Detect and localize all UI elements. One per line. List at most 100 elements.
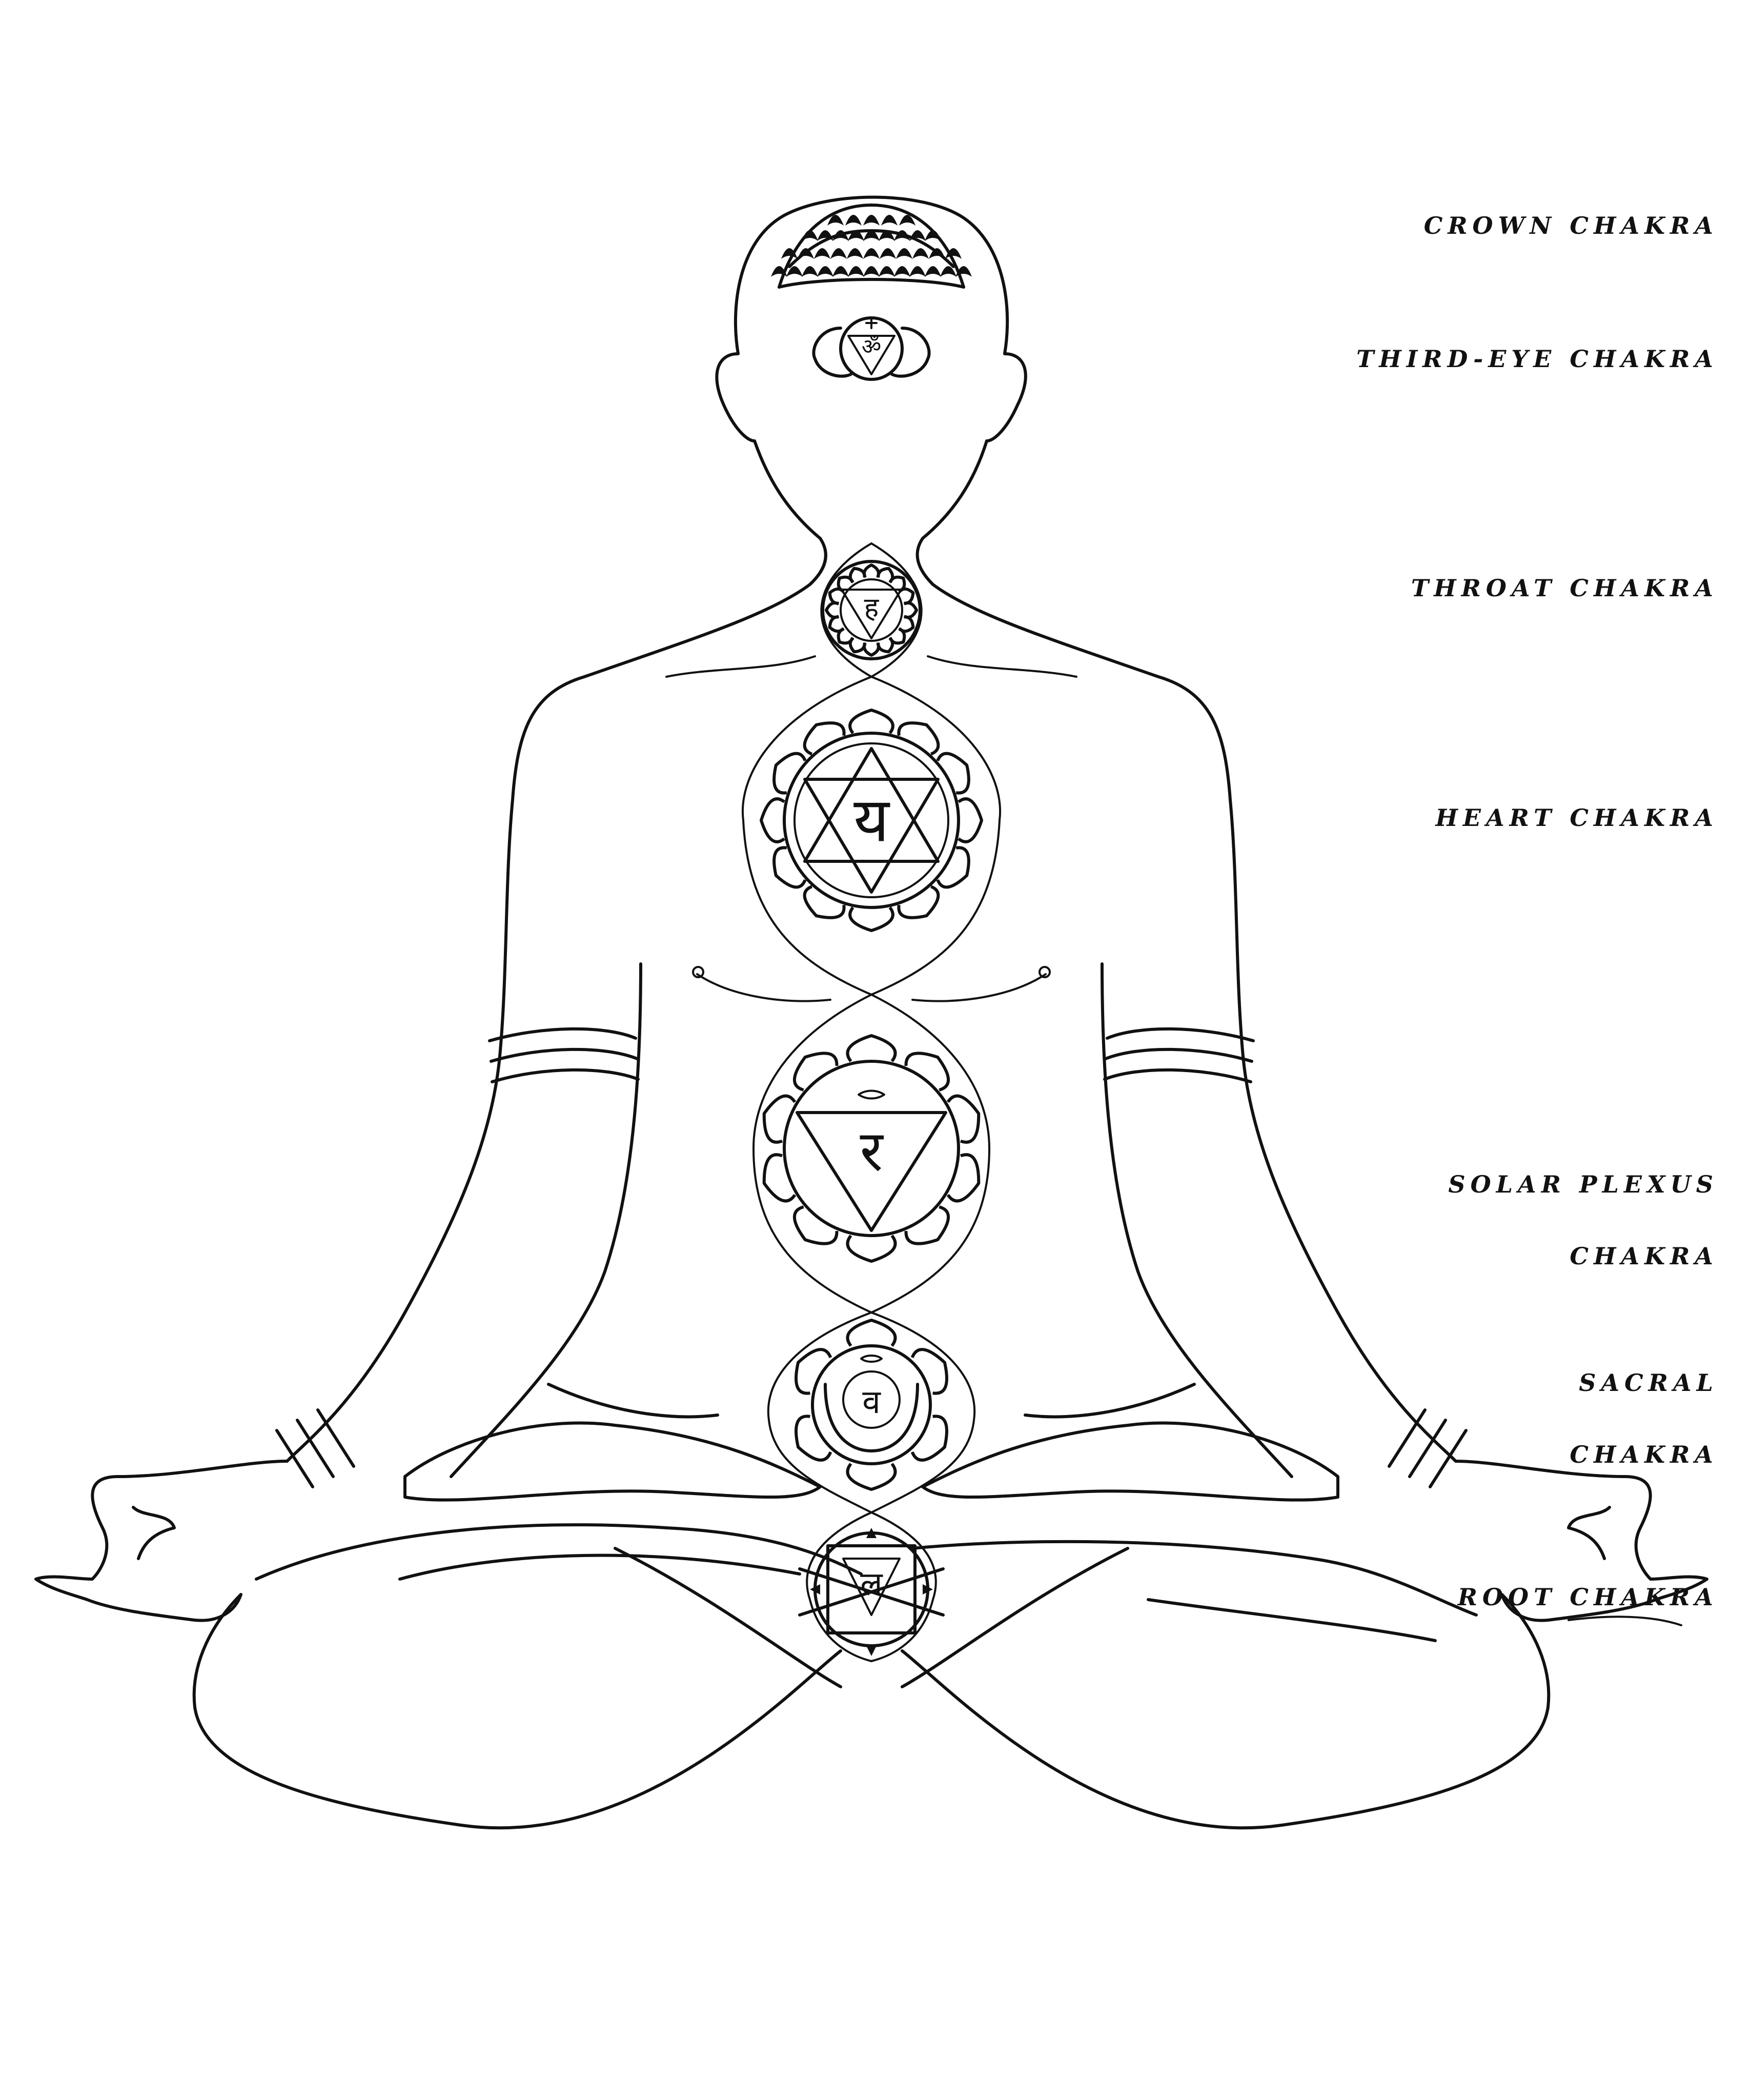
sacral-chakra-label: SACRAL CHAKRA xyxy=(1570,1329,1718,1508)
heart-petal xyxy=(958,797,983,843)
thigh-lines xyxy=(614,1547,1129,1688)
crown-petal xyxy=(817,230,833,241)
left-foot xyxy=(403,1421,822,1502)
solar-plexus-seed-syllable: र xyxy=(860,1118,884,1184)
crown-petal xyxy=(909,266,926,277)
energy-channels xyxy=(742,542,1001,1662)
left-nipple xyxy=(692,966,704,978)
throat-chakra-label: THROAT CHAKRA xyxy=(1411,574,1718,602)
throat-petal xyxy=(903,601,918,619)
right-hand-underline xyxy=(1567,1616,1682,1626)
solar-plexus-petal xyxy=(946,1153,981,1203)
solar-plexus-label-line-1: SOLAR PLEXUS xyxy=(1448,1170,1718,1198)
heart-petal xyxy=(772,846,807,889)
heart-chakra-label: HEART CHAKRA xyxy=(1435,804,1718,832)
third-eye-chakra-label: THIRD-EYE CHAKRA xyxy=(1356,345,1718,373)
crown-petal xyxy=(781,248,798,259)
crown-petal xyxy=(848,230,864,241)
crown-petal xyxy=(802,230,818,241)
pectoral-lines xyxy=(696,973,1047,1002)
sacral-petal xyxy=(910,1348,948,1395)
solar-plexus-petal xyxy=(846,1034,897,1062)
crown-petal xyxy=(925,230,941,241)
third-eye-chakra-symbol: ॐ xyxy=(812,316,931,381)
crown-petal xyxy=(830,248,847,259)
waist-line xyxy=(547,1383,1196,1419)
solar-plexus-petal xyxy=(846,1235,897,1263)
crown-petal xyxy=(786,266,803,277)
crown-petal xyxy=(832,230,849,241)
heart-chakra-symbol: य xyxy=(760,709,983,932)
heart-petal xyxy=(772,752,807,795)
crown-petal xyxy=(955,266,972,277)
solar-plexus-petal xyxy=(792,1205,839,1245)
crown-petal xyxy=(925,266,941,277)
heart-petal xyxy=(897,885,940,919)
root-seed-syllable: ल xyxy=(860,1565,883,1603)
crown-petal xyxy=(912,248,929,259)
third-eye-seed-syllable: ॐ xyxy=(862,334,881,359)
sacral-chakra-symbol: व xyxy=(795,1319,948,1491)
right-foot xyxy=(921,1421,1339,1502)
throat-petal xyxy=(848,567,866,583)
solar-plexus-petal xyxy=(904,1052,950,1092)
heart-petal xyxy=(803,885,846,919)
heart-petal xyxy=(897,721,940,756)
sacral-label-line-2: CHAKRA xyxy=(1570,1441,1718,1468)
seated-figure-outline xyxy=(34,195,1708,1830)
root-chakra-label: ROOT CHAKRA xyxy=(1457,1583,1718,1611)
heart-seed-syllable: य xyxy=(853,785,890,856)
crown-petal xyxy=(848,266,864,277)
crown-petal xyxy=(863,230,880,241)
sacral-petal xyxy=(795,1348,832,1395)
right-hand xyxy=(1454,1460,1708,1622)
heart-petal xyxy=(936,752,970,795)
shin-line-lower xyxy=(398,1553,1437,1642)
solar-plexus-label-line-2: CHAKRA xyxy=(1570,1242,1718,1270)
heart-petal xyxy=(803,721,846,756)
throat-seed-syllable: ह xyxy=(864,592,880,624)
right-nipple xyxy=(1039,966,1051,978)
crown-petal xyxy=(845,215,862,226)
crown-petal xyxy=(940,266,956,277)
sacral-seed-syllable: व xyxy=(862,1383,881,1421)
crown-petal xyxy=(814,248,830,259)
crown-petal xyxy=(802,266,818,277)
solar-plexus-chakra-label: SOLAR PLEXUS CHAKRA xyxy=(1448,1130,1718,1310)
channel-left xyxy=(742,542,872,1662)
crown-petal xyxy=(798,248,814,259)
left-hand xyxy=(34,1460,289,1622)
crown-petal xyxy=(894,230,910,241)
folded-legs xyxy=(192,1593,1551,1830)
sacral-petal xyxy=(846,1463,897,1491)
crown-petal xyxy=(880,248,896,259)
solar-plexus-petal xyxy=(762,1153,797,1203)
right-armband xyxy=(1103,1027,1255,1083)
heart-petal xyxy=(760,797,785,843)
right-shoulder-arm xyxy=(931,583,1457,1463)
crown-petal xyxy=(879,266,895,277)
sacral-petal xyxy=(910,1415,948,1462)
crown-petal xyxy=(894,266,910,277)
collarbone-lines xyxy=(665,655,1077,678)
right-arm-inner xyxy=(1101,962,1293,1478)
solar-plexus-petal xyxy=(792,1052,839,1092)
sacral-petal xyxy=(846,1319,897,1347)
left-wristband xyxy=(275,1408,355,1488)
sacral-petal xyxy=(795,1415,832,1462)
crown-chakra-label: CROWN CHAKRA xyxy=(1423,212,1718,239)
heart-petal xyxy=(848,906,894,932)
left-shoulder-arm xyxy=(286,583,811,1463)
crown-petal xyxy=(899,215,915,226)
crown-petal xyxy=(827,215,844,226)
throat-chakra-symbol: ह xyxy=(821,560,922,660)
shin-line xyxy=(255,1523,1478,1617)
crown-petal xyxy=(817,266,833,277)
channel-right xyxy=(870,542,1001,1662)
crown-petal xyxy=(832,266,849,277)
sacral-label-line-1: SACRAL xyxy=(1579,1369,1718,1397)
heart-petal xyxy=(848,709,894,734)
crown-petal xyxy=(863,215,880,226)
throat-petal xyxy=(863,563,880,578)
